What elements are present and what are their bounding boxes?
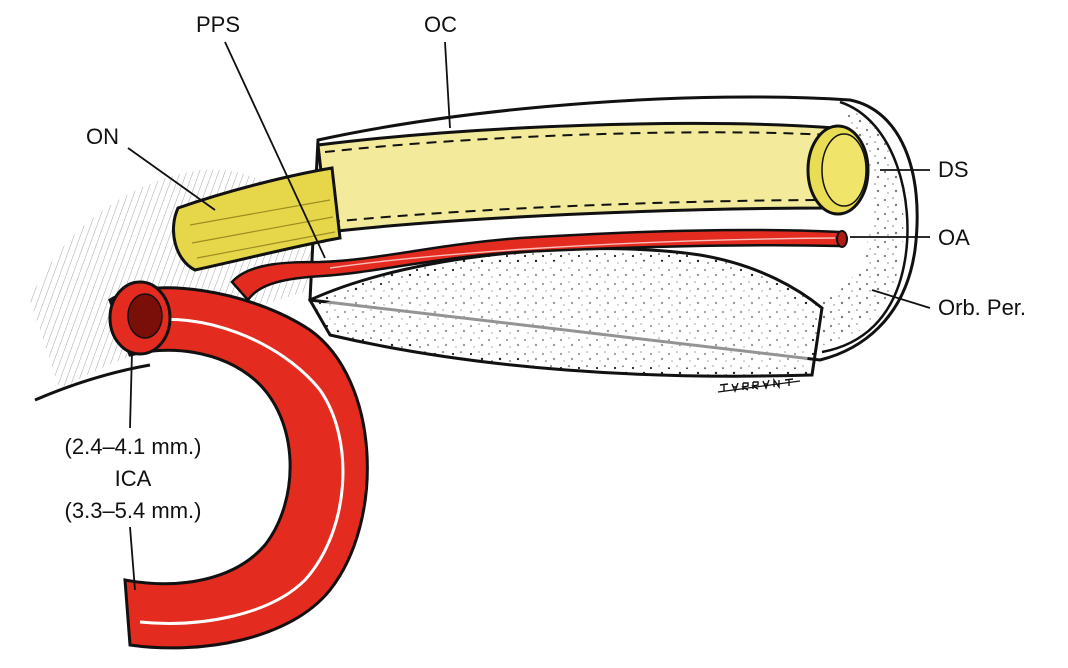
optic-nerve-cut-inner <box>822 134 866 206</box>
label-ica-inner-diameter: (2.4–4.1 mm.) <box>48 436 218 458</box>
ica-lumen <box>128 294 162 338</box>
label-pps: PPS <box>196 14 240 36</box>
ophthalmic-artery-cut-end <box>837 231 847 247</box>
label-orb-per: Orb. Per. <box>938 297 1026 319</box>
leader-oc <box>445 42 450 128</box>
label-ica-outer-diameter: (3.3–5.4 mm.) <box>48 500 218 522</box>
label-oc: OC <box>424 14 457 36</box>
leader-ica-upper <box>130 352 132 428</box>
label-oa: OA <box>938 227 970 249</box>
illustrator-signature <box>718 379 800 392</box>
label-ds: DS <box>938 159 969 181</box>
label-on: ON <box>86 126 119 148</box>
label-ica: ICA <box>48 468 218 490</box>
